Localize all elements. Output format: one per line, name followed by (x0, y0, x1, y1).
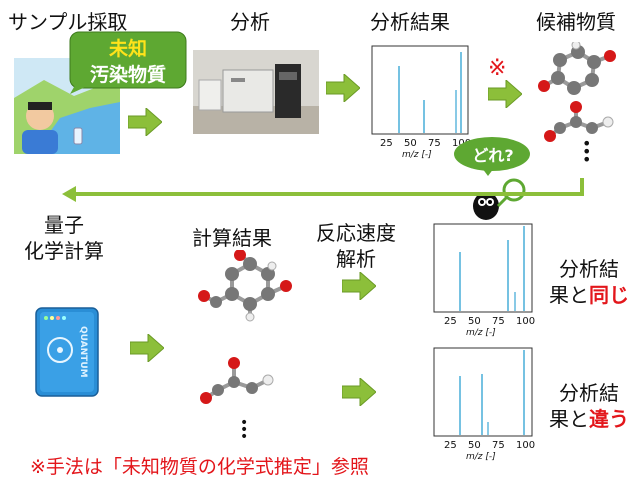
tick-100: 100 (516, 440, 536, 451)
tick-100: 100 (452, 138, 472, 149)
tick-25: 25 (444, 440, 457, 451)
candidate-molecule-1 (530, 40, 620, 100)
spectrum-xlabel: m/z [-] (466, 452, 496, 462)
flow-arrow-6 (341, 376, 377, 408)
quantum-chem-line1: 量子 (44, 213, 84, 237)
flow-arrow-2 (325, 72, 361, 104)
reaction-rate-line2: 解析 (336, 247, 376, 271)
outcome-same-prefix: 果と (549, 283, 589, 307)
tick-50: 50 (468, 316, 481, 327)
return-flow-arrow (60, 176, 590, 206)
unknown-pollutant-bubble: 未知 汚染物質 (68, 30, 188, 96)
tick-100: 100 (516, 316, 536, 327)
step-result-label: 分析結果 (370, 10, 450, 34)
quantum-computer-device: QUANTUM (34, 306, 104, 398)
character-with-magnifier (470, 176, 530, 222)
bubble-line1: 未知 (108, 38, 147, 60)
spectrum-calc-result-2: 25 50 75 100 m/z [-] (426, 346, 538, 464)
candidate-ellipsis: ••• (582, 134, 592, 169)
which-question-bubble: どれ? (452, 136, 534, 176)
outcome-diff-line1: 分析結 (559, 381, 619, 405)
tick-50: 50 (468, 440, 481, 451)
calc-molecule-2 (196, 354, 280, 406)
device-label: QUANTUM (78, 326, 88, 378)
reaction-rate-line1: 反応速度 (316, 221, 396, 245)
outcome-same: 分析結 果と同じ (544, 256, 634, 308)
calc-ellipsis: ••• (240, 415, 249, 445)
tick-75: 75 (428, 138, 441, 149)
spectrum-xlabel: m/z [-] (466, 328, 496, 338)
outcome-diff-highlight: 違う (589, 407, 629, 431)
tick-25: 25 (380, 138, 393, 149)
analysis-instrument-photo (193, 50, 319, 134)
flow-arrow-3 (487, 78, 523, 110)
step-sampling-label: サンプル採取 (8, 10, 128, 34)
tick-25: 25 (444, 316, 457, 327)
flow-arrow-1 (127, 106, 163, 138)
reaction-rate-label: 反応速度 解析 (302, 220, 410, 272)
tick-75: 75 (492, 316, 505, 327)
outcome-same-line1: 分析結 (559, 257, 619, 281)
spectrum-xlabel: m/z [-] (402, 150, 432, 160)
outcome-same-highlight: 同じ (589, 283, 629, 307)
bubble-line2: 汚染物質 (89, 64, 166, 86)
outcome-different: 分析結 果と違う (544, 380, 634, 432)
spectrum-analysis-result: 25 50 75 100 m/z [-] (364, 44, 474, 162)
quantum-chem-label: 量子 化学計算 (14, 212, 114, 264)
calc-molecule-1 (196, 249, 300, 322)
tick-75: 75 (492, 440, 505, 451)
method-footnote: ※手法は「未知物質の化学式推定」参照 (30, 456, 369, 478)
flow-arrow-5 (341, 270, 377, 302)
step-analysis-label: 分析 (230, 10, 270, 34)
tick-50: 50 (404, 138, 417, 149)
which-question-text: どれ? (472, 146, 514, 165)
candidate-molecule-2 (540, 100, 620, 142)
spectrum-calc-result-1: 25 50 75 100 m/z [-] (426, 222, 538, 340)
quantum-chem-line2: 化学計算 (24, 239, 104, 263)
calc-result-label: 計算結果 (192, 226, 272, 250)
flow-arrow-4 (129, 332, 165, 364)
note-mark: ※ (488, 56, 507, 81)
outcome-diff-prefix: 果と (549, 407, 589, 431)
step-candidates-label: 候補物質 (536, 10, 616, 34)
